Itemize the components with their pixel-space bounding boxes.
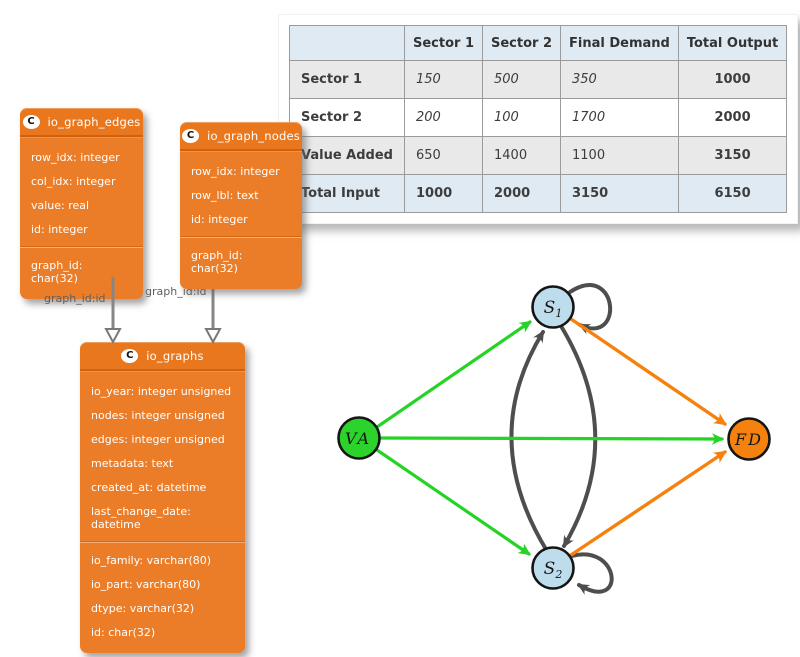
edge-s2-to-fd [569,450,727,557]
cell-value: 3150 [677,136,788,175]
cell-value: 350 [560,60,679,99]
row-label: Sector 2 [289,98,405,137]
field: io_part: varchar(80) [91,577,201,591]
edge-s1-to-fd [569,317,727,426]
field: created_at: datetime [91,480,207,494]
row-label: Value Added [289,136,405,175]
field: id: char(32) [91,625,156,639]
cell-value: 2000 [677,98,788,137]
field: dtype: varchar(32) [91,601,195,615]
entity-fields: row_idx: integer row_lbl: text id: integ… [180,151,302,289]
relation-label: graph_id:id [44,292,106,305]
row-label: Sector 1 [289,60,405,99]
cell-value: 1100 [560,136,679,175]
field: graph_id: char(32) [31,258,83,285]
entity-io-graphs[interactable]: C io_graphs io_year: integer unsigned no… [80,342,245,653]
field: nodes: integer unsigned [91,408,225,422]
io-graph-diagram: VA S1 S2 FD [337,283,771,595]
node-label-fd: FD [734,430,763,449]
field: io_year: integer unsigned [91,384,232,398]
entity-io-graph-nodes[interactable]: C io_graph_nodes row_idx: integer row_lb… [180,122,302,289]
edge-s1-to-s2 [559,324,598,548]
entity-title: io_graphs [146,349,204,363]
field-group-divider [20,246,143,248]
node-label-s1: S1 [544,298,563,320]
table-row-total-input: Total Input 1000 2000 3150 6150 [289,174,788,213]
col-header-sector1: Sector 1 [403,25,484,61]
cell-value: 6150 [677,174,788,213]
class-badge-icon: C [182,129,200,143]
cell-value: 3150 [560,174,679,213]
col-header-sector2: Sector 2 [481,25,562,61]
cell-value: 1400 [481,136,562,175]
entity-header: C io_graphs [80,342,245,371]
node-s2[interactable] [531,546,575,590]
table-row-sector2: Sector 2 200 100 1700 2000 [289,98,788,137]
class-badge-icon: C [121,349,139,363]
cell-value: 150 [403,60,484,99]
cell-value: 200 [403,98,484,137]
field-group-divider [180,236,302,238]
field: io_family: varchar(80) [91,553,212,567]
field: value: real [31,198,90,212]
cell-value: 500 [481,60,562,99]
field-group-divider [80,541,245,543]
edge-va-to-s2 [375,448,531,556]
edge-va-to-fd [379,433,725,445]
cell-value: 100 [481,98,562,137]
field: row_lbl: text [191,188,259,202]
field: id: integer [191,212,248,226]
entity-fields: io_year: integer unsigned nodes: integer… [80,371,245,653]
entity-header: C io_graph_nodes [180,122,302,151]
row-label: Total Input [289,174,405,213]
cell-value: 1700 [560,98,679,137]
node-va[interactable] [337,416,381,460]
cell-value: 1000 [677,60,788,99]
entity-header: C io_graph_edges [20,108,143,137]
field: row_idx: integer [31,150,120,164]
entity-io-graph-edges[interactable]: C io_graph_edges row_idx: integer col_id… [20,108,143,299]
corner-cell [289,25,405,61]
node-label-va: VA [345,429,371,448]
field: last_change_date: datetime [91,504,191,531]
field: edges: integer unsigned [91,432,225,446]
field: metadata: text [91,456,174,470]
field: col_idx: integer [31,174,116,188]
io-table: Sector 1 Sector 2 Final Demand Total Out… [289,25,788,213]
field: graph_id: char(32) [191,248,243,275]
edge-s2-self-loop [570,552,614,595]
node-fd[interactable] [727,417,771,461]
io-table-card: Sector 1 Sector 2 Final Demand Total Out… [278,14,799,224]
edge-va-to-s1 [375,320,532,429]
class-badge-icon: C [22,115,40,129]
node-s1[interactable] [531,285,575,329]
field: row_idx: integer [191,164,280,178]
cell-value: 1000 [403,174,484,213]
col-header-total-output: Total Output [677,25,788,61]
table-header-row: Sector 1 Sector 2 Final Demand Total Out… [289,25,788,61]
entity-fields: row_idx: integer col_idx: integer value:… [20,137,143,299]
relation-arrow-edges-to-graphs [104,277,122,345]
cell-value: 650 [403,136,484,175]
edge-s1-self-loop [568,283,613,335]
node-label-s2: S2 [544,559,563,581]
entity-title: io_graph_nodes [207,129,300,143]
table-row-value-added: Value Added 650 1400 1100 3150 [289,136,788,175]
table-row-sector1: Sector 1 150 500 350 1000 [289,60,788,99]
col-header-final-demand: Final Demand [560,25,679,61]
entity-title: io_graph_edges [47,115,141,129]
edge-s2-to-s1 [509,330,549,553]
field: id: integer [31,222,88,236]
cell-value: 2000 [481,174,562,213]
